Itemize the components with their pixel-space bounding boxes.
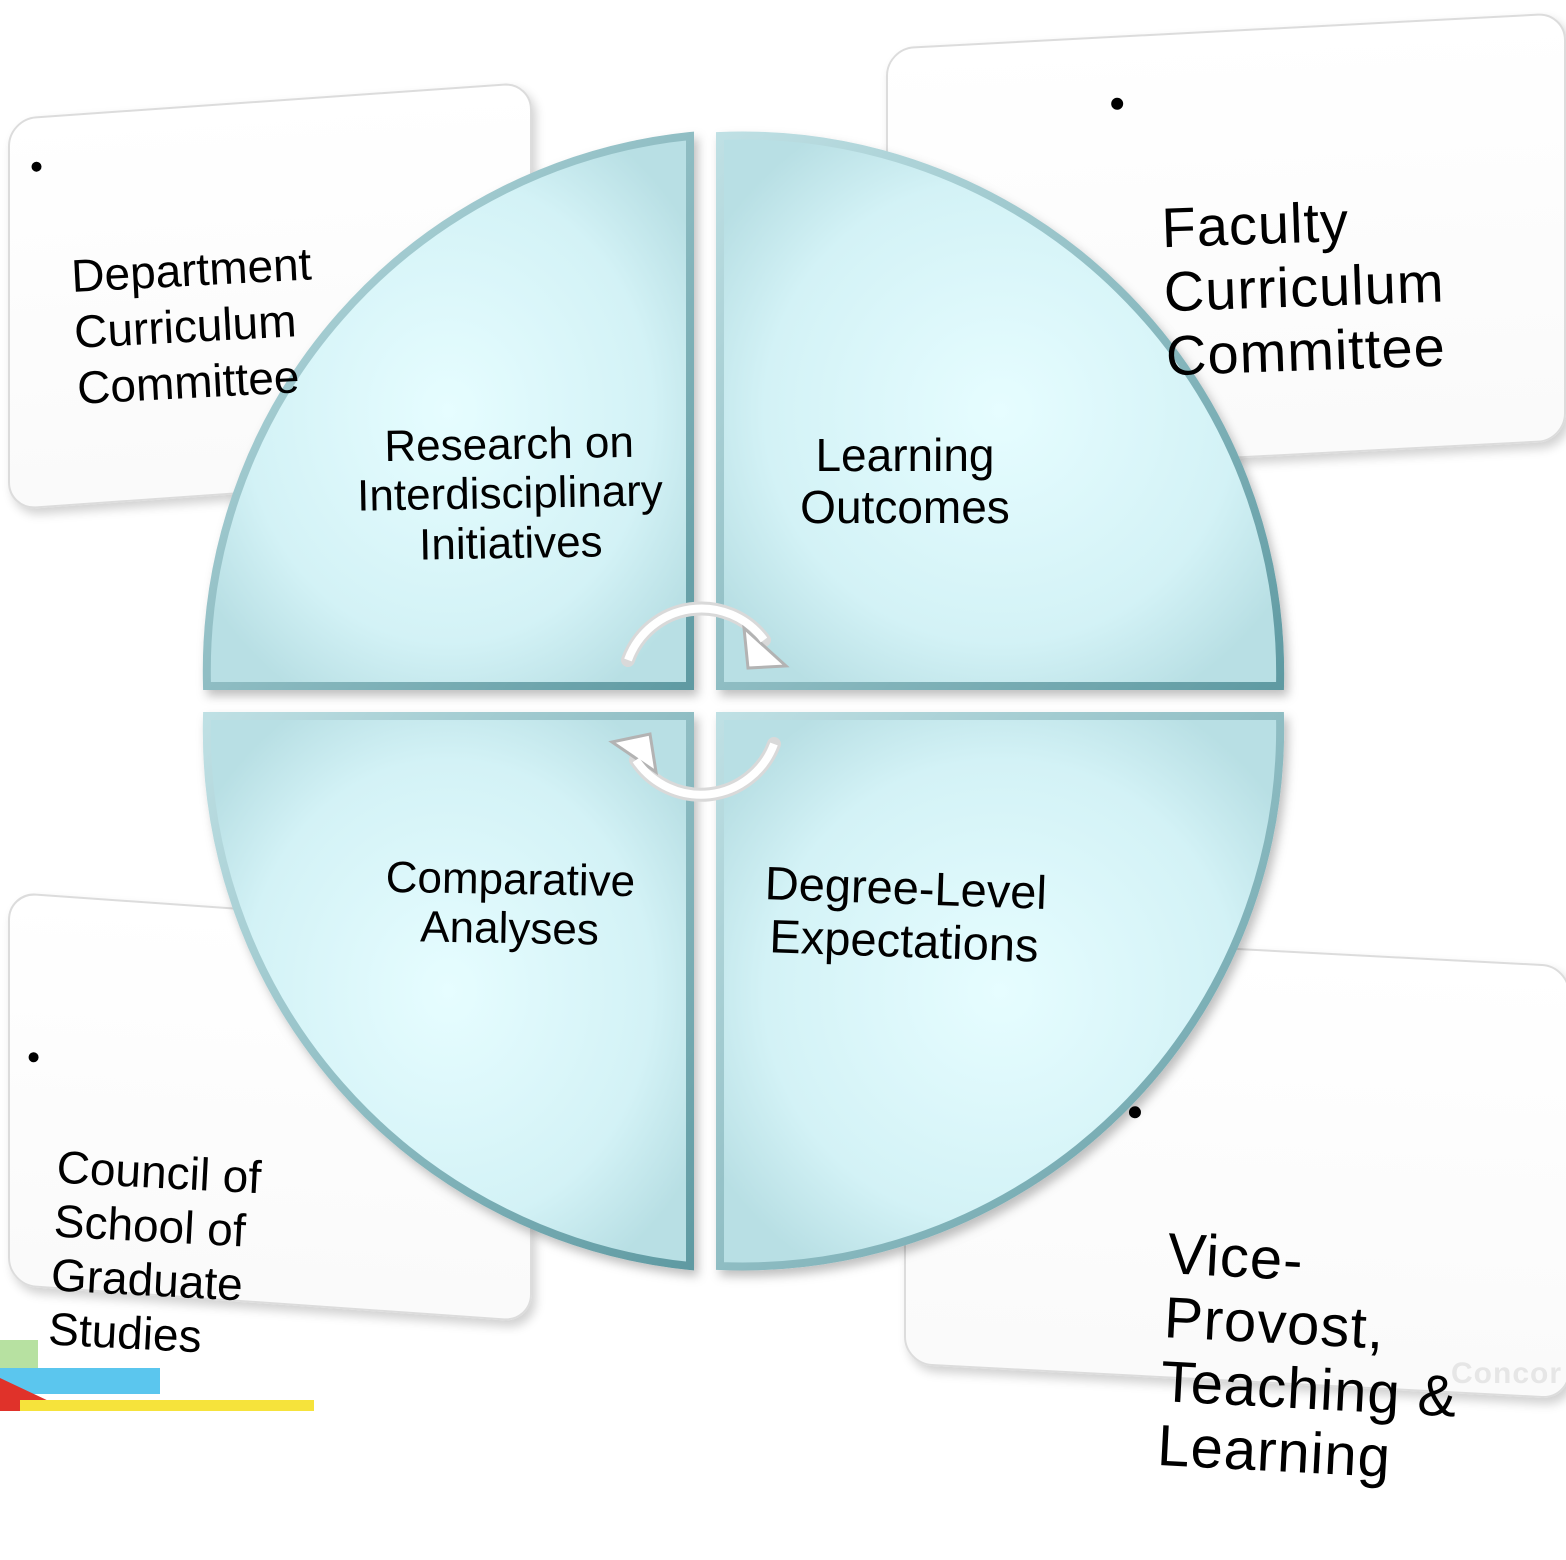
quadrant-label-learning-outcomes: Learning Outcomes bbox=[800, 429, 1010, 533]
quadrant-label-degree-level: Degree-Level Expectations bbox=[764, 856, 1048, 972]
decor-yellow-block bbox=[20, 1400, 314, 1411]
quadrant-label-comparative: Comparative Analyses bbox=[385, 852, 636, 955]
quadrant-bottom-left bbox=[202, 712, 694, 1271]
role-vice-provost: Vice-Provost, Teaching & Learning bbox=[1107, 1092, 1530, 1560]
role-department-committee: Department Curriculum Committee bbox=[30, 117, 447, 473]
role-council-graduate: Council of School of Graduate Studies bbox=[10, 1030, 329, 1423]
quadrant-bottom-right bbox=[716, 712, 1285, 1271]
quadrant-top-left bbox=[202, 131, 694, 690]
decor-blue-block bbox=[0, 1368, 160, 1394]
cycle-diagram bbox=[0, 131, 1285, 1411]
quadrant-top-right bbox=[716, 131, 1285, 690]
university-logo: Concor bbox=[1451, 1357, 1562, 1390]
role-faculty-committee: Faculty Curriculum Committee bbox=[1110, 55, 1543, 453]
